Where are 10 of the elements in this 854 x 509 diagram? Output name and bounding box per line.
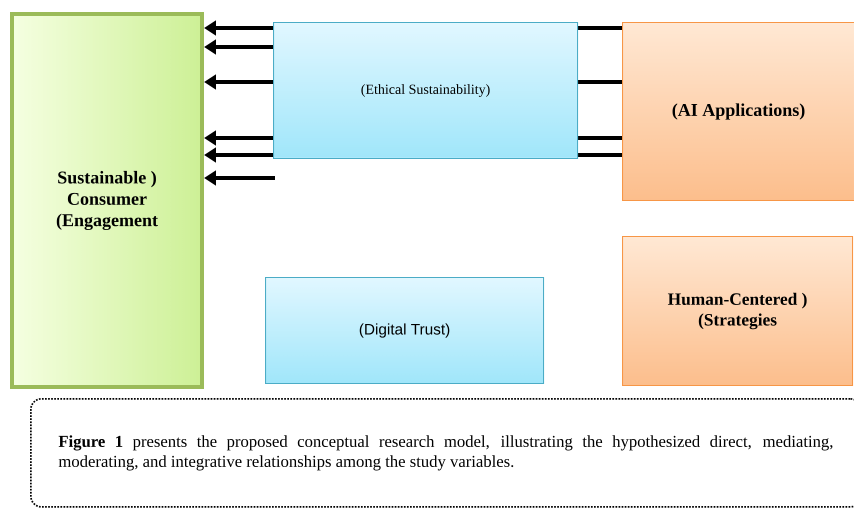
connector-line [578, 80, 622, 84]
connector-line [578, 26, 622, 30]
variable-box: (AI Applications) [622, 22, 854, 202]
connector-line [578, 136, 622, 140]
variable-box: Human-Centered ) (Strategies [622, 236, 854, 386]
variable-box: (Ethical Sustainability) [273, 22, 578, 160]
connector-line [578, 153, 622, 157]
caption-box: Figure 1 presents the proposed conceptual research model, illustrating the hypothesized direct, mediating, moderating, and integrative relationships among the study variables. [30, 398, 854, 508]
variable-box: Sustainable ) Consumer (Engagement [10, 12, 204, 389]
variable-box: (Digital Trust) [265, 277, 544, 384]
